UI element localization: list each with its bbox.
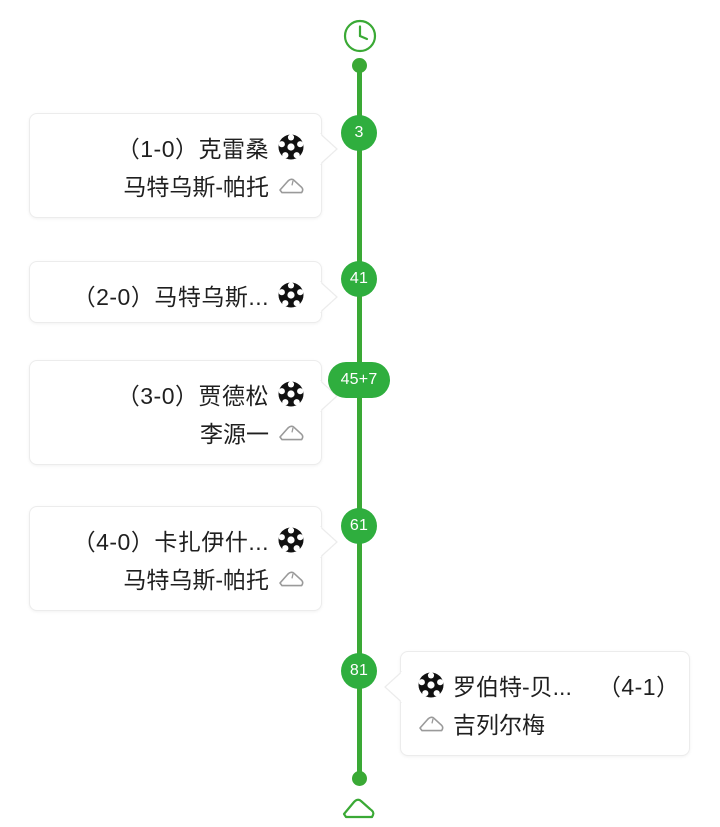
event-minute-badge[interactable]: 61 — [341, 508, 377, 544]
event-assist-row: 马特乌斯-帕托 — [46, 559, 305, 597]
timeline-end-dot — [352, 771, 367, 786]
boot-icon — [277, 564, 305, 592]
event-assist-label: 李源一 — [200, 421, 269, 447]
event-scorer-label: 罗伯特-贝... — [453, 674, 572, 700]
event-minute-badge[interactable]: 3 — [341, 115, 377, 151]
event-assist-label: 吉列尔梅 — [453, 712, 545, 738]
event-score-label: （2-0）马特乌斯... — [72, 284, 269, 310]
event-score-label: （4-0）卡扎伊什... — [72, 529, 269, 555]
event-minute-badge[interactable]: 81 — [341, 653, 377, 689]
event-assist-row: 马特乌斯-帕托 — [46, 166, 305, 204]
boot-icon — [417, 709, 445, 737]
card-pointer-notch — [318, 525, 340, 559]
boot-icon — [277, 171, 305, 199]
card-pointer-notch — [318, 280, 340, 314]
timeline-event-card[interactable]: （3-0）贾德松 李源一 — [29, 360, 338, 465]
event-goal-row: （1-0）克雷桑 — [46, 128, 305, 166]
event-assist-row: 吉列尔梅 — [417, 704, 673, 742]
event-minute-badge[interactable]: 45+7 — [328, 362, 390, 398]
event-assist-row: 李源一 — [46, 413, 305, 451]
event-goal-row: （3-0）贾德松 — [46, 375, 305, 413]
event-assist-label: 马特乌斯-帕托 — [123, 174, 269, 200]
boot-icon — [340, 792, 380, 822]
event-score-label: （1-0）克雷桑 — [116, 136, 269, 162]
event-score-label: （3-0）贾德松 — [116, 383, 269, 409]
card-pointer-notch — [382, 670, 404, 704]
event-assist-label: 马特乌斯-帕托 — [123, 567, 269, 593]
soccer-ball-icon — [277, 133, 305, 161]
timeline-event-card[interactable]: （2-0）马特乌斯... — [29, 261, 338, 323]
event-goal-row: （2-0）马特乌斯... — [46, 276, 305, 314]
soccer-ball-icon — [417, 671, 445, 699]
timeline-event-card[interactable]: （1-0）克雷桑 马特乌斯-帕托 — [29, 113, 338, 218]
timeline-event-card[interactable]: （4-0）卡扎伊什... 马特乌斯-帕托 — [29, 506, 338, 611]
soccer-ball-icon — [277, 380, 305, 408]
boot-icon — [277, 418, 305, 446]
event-goal-row: 罗伯特-贝... （4-1） — [417, 666, 679, 704]
event-minute-badge[interactable]: 41 — [341, 261, 377, 297]
card-pointer-notch — [318, 132, 340, 166]
timeline-event-card[interactable]: 罗伯特-贝... （4-1） 吉列尔梅 — [384, 651, 690, 756]
event-score-label: （4-1） — [597, 674, 680, 700]
soccer-ball-icon — [277, 281, 305, 309]
soccer-ball-icon — [277, 526, 305, 554]
clock-icon — [340, 16, 380, 56]
event-goal-row: （4-0）卡扎伊什... — [46, 521, 305, 559]
timeline-spine — [357, 62, 362, 785]
